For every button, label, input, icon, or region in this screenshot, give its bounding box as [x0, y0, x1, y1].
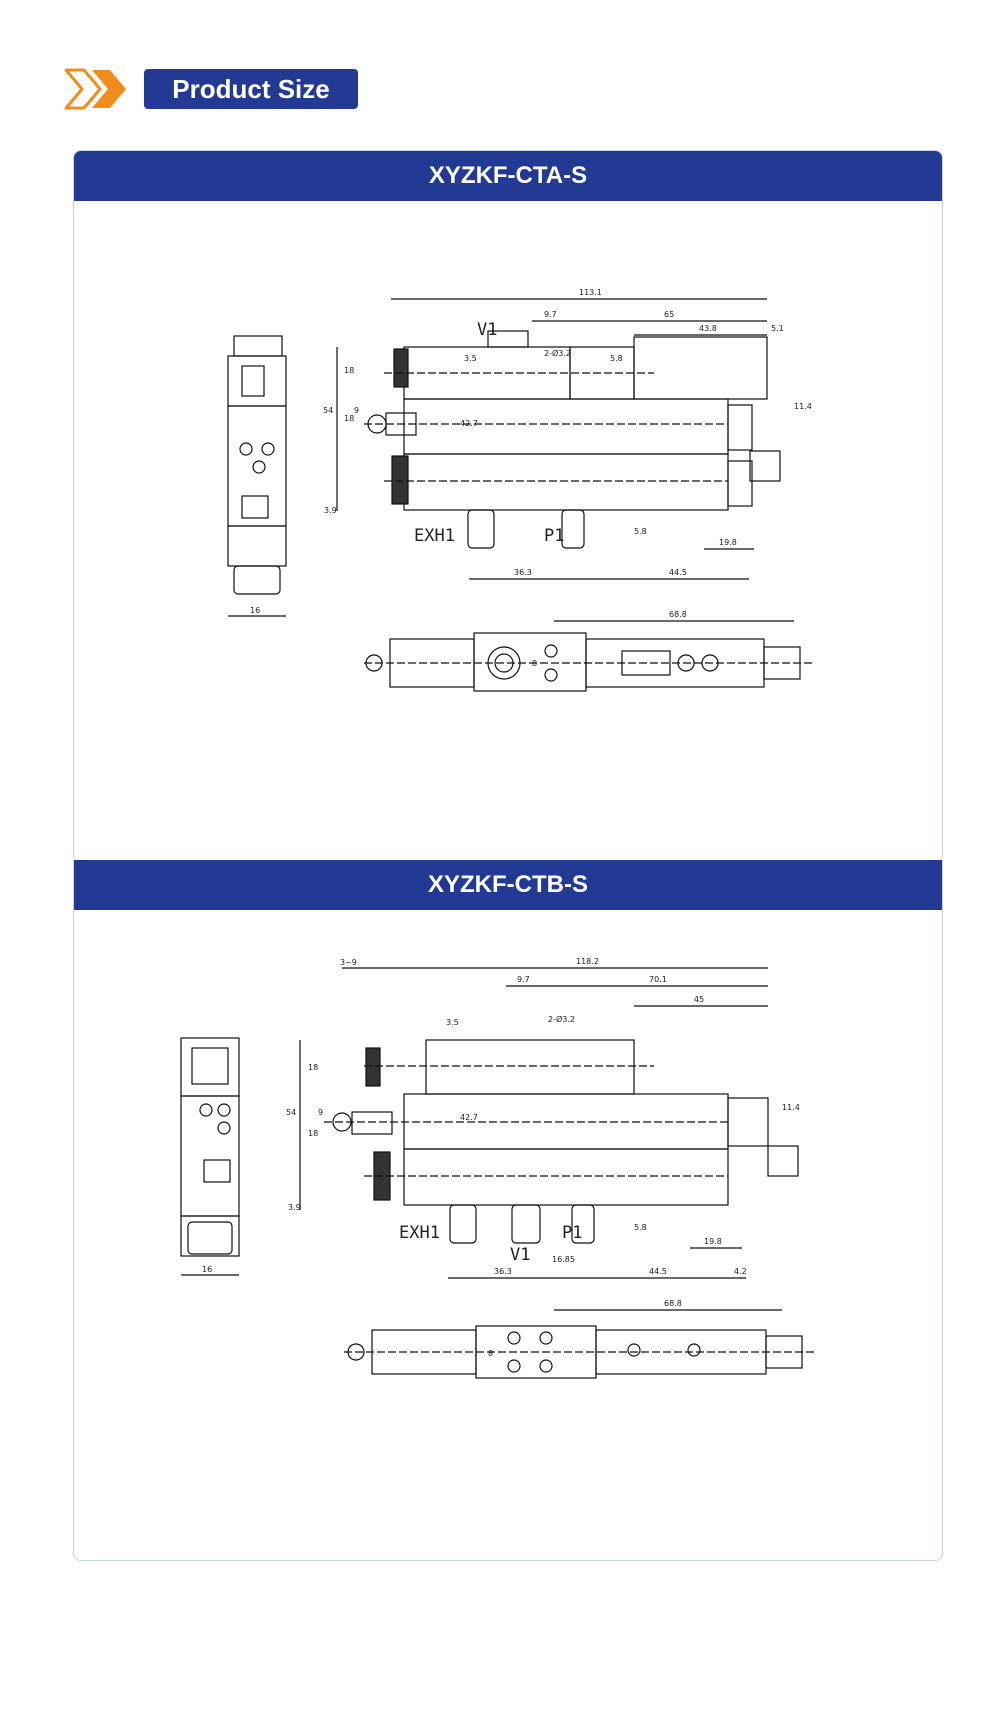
svg-text:V1: V1 [510, 1245, 530, 1265]
svg-text:11.4: 11.4 [794, 402, 812, 411]
svg-text:16.85: 16.85 [552, 1255, 575, 1264]
svg-text:36.3: 36.3 [514, 568, 532, 577]
svg-text:19.8: 19.8 [704, 1237, 722, 1246]
panel-title: XYZKF-CTA-S [74, 151, 942, 201]
svg-text:9.7: 9.7 [517, 975, 530, 984]
dimension-drawing-ctb: 16 3~9 118.2 9.7 70.1 45 2-Ø3.2 3.5 [180, 957, 814, 1379]
svg-text:8: 8 [488, 1349, 493, 1358]
top-view: 68.8 8 [364, 610, 814, 692]
svg-text:68.8: 68.8 [669, 610, 687, 619]
svg-text:16: 16 [202, 1265, 212, 1274]
svg-text:3.9: 3.9 [288, 1203, 301, 1212]
svg-text:45: 45 [694, 995, 704, 1004]
svg-text:44.5: 44.5 [649, 1267, 667, 1276]
section-title: Product Size [144, 69, 358, 109]
svg-text:19.8: 19.8 [719, 538, 737, 547]
svg-text:11.4: 11.4 [782, 1103, 800, 1112]
double-chevron-icon [64, 68, 126, 110]
svg-text:65: 65 [664, 310, 674, 319]
svg-text:3.5: 3.5 [464, 354, 477, 363]
svg-text:EXH1: EXH1 [399, 1223, 440, 1243]
section-header: Product Size [64, 66, 358, 112]
svg-text:EXH1: EXH1 [414, 526, 455, 546]
svg-text:18: 18 [344, 366, 354, 375]
svg-text:3.5: 3.5 [446, 1018, 459, 1027]
svg-text:P1: P1 [562, 1223, 582, 1243]
svg-text:9.7: 9.7 [544, 310, 557, 319]
svg-text:9: 9 [318, 1108, 323, 1117]
svg-text:P1: P1 [544, 526, 564, 546]
svg-text:113.1: 113.1 [579, 288, 602, 297]
side-view: 16 [180, 1037, 240, 1276]
front-view: 3~9 118.2 9.7 70.1 45 2-Ø3.2 3.5 54 [286, 957, 800, 1279]
svg-text:68.8: 68.8 [664, 1299, 682, 1308]
svg-text:36.3: 36.3 [494, 1267, 512, 1276]
svg-text:9: 9 [354, 406, 359, 415]
svg-text:118.2: 118.2 [576, 957, 599, 966]
svg-text:18: 18 [308, 1063, 318, 1072]
svg-text:5.1: 5.1 [771, 324, 784, 333]
svg-text:42.7: 42.7 [460, 419, 478, 428]
svg-text:5.8: 5.8 [634, 1223, 647, 1232]
svg-text:2-Ø3.2: 2-Ø3.2 [544, 348, 571, 358]
svg-text:2-Ø3.2: 2-Ø3.2 [548, 1014, 575, 1024]
svg-text:54: 54 [323, 406, 333, 415]
dimension-drawing-cta: 16 113.1 9.7 65 43.8 5.1 2-Ø3.2 3.5 5.8 … [227, 288, 814, 692]
panel-ctb: XYZKF-CTB-S 16 3~9 118.2 9.7 70.1 45 2-Ø… [73, 860, 943, 1561]
svg-text:54: 54 [286, 1108, 296, 1117]
svg-text:42.7: 42.7 [460, 1113, 478, 1122]
svg-text:5.8: 5.8 [634, 527, 647, 536]
svg-text:18: 18 [308, 1129, 318, 1138]
svg-text:3~9: 3~9 [340, 958, 357, 967]
front-view: 113.1 9.7 65 43.8 5.1 2-Ø3.2 3.5 5.8 V1 [323, 288, 812, 580]
svg-text:44.5: 44.5 [669, 568, 687, 577]
svg-text:5.8: 5.8 [610, 354, 623, 363]
svg-text:16: 16 [250, 606, 260, 615]
svg-text:70.1: 70.1 [649, 975, 667, 984]
panel-title: XYZKF-CTB-S [74, 860, 942, 910]
panel-cta: XYZKF-CTA-S 16 113.1 9.7 65 43.8 5.1 [73, 150, 943, 862]
svg-text:18: 18 [344, 414, 354, 423]
svg-text:4.2: 4.2 [734, 1267, 747, 1276]
top-view: 68.8 8 [344, 1299, 814, 1379]
svg-text:V1: V1 [477, 320, 497, 340]
svg-text:3.9: 3.9 [324, 506, 337, 515]
side-view: 16 [227, 335, 287, 617]
svg-text:43.8: 43.8 [699, 324, 717, 333]
